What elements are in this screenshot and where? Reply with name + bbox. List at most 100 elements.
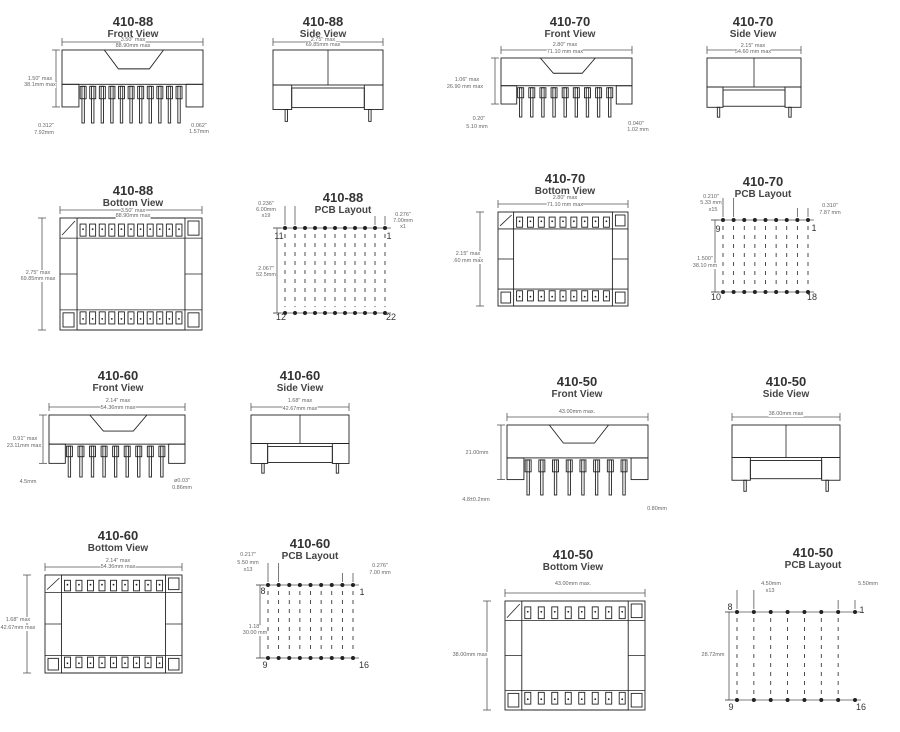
pin-shoulder [112,445,120,458]
leg-left [48,443,66,464]
pad-hole [605,220,608,223]
end-block-left [706,86,724,108]
pad-hole [66,662,69,665]
pad-hole [110,318,113,320]
dimension-label: 1.06" max [454,77,480,83]
pad [581,216,589,228]
dimension-label: 7.92mm [34,130,54,136]
bottom-outline [497,211,629,307]
pad [605,691,613,705]
panel-model-title: 410-60 [279,368,321,383]
body-upper [48,414,186,445]
pin-shoulder [524,459,532,473]
base-bar [722,89,786,107]
pad [117,223,125,237]
pin-hole [763,218,768,222]
pad [524,691,532,705]
pad-hole [139,318,142,320]
dimension-label: 1.50" max [27,76,53,82]
pad-hole [147,583,149,586]
panel-view-title: Front View [551,389,603,400]
pin [608,459,612,496]
pin [102,445,106,478]
pin [585,87,590,118]
pad [127,311,135,325]
pad [548,216,556,228]
pin [567,459,571,496]
pin-number-label: 12 [275,312,287,322]
pin-shoulder [572,87,580,99]
pin-hole [721,218,725,222]
dimension-label: 6.00mm [256,207,276,213]
dimension-label: 2.14" max [105,558,131,564]
corner-pad [614,214,626,227]
pin-number-label: 1 [859,605,865,615]
pad [156,311,164,325]
pin [148,445,152,478]
pin-number-label: 9 [728,702,734,712]
body-upper [61,49,204,85]
pin-number-label: 1 [811,223,817,233]
pad-hole [135,662,138,665]
panel-view-title: Side View [729,29,777,40]
pad-hole [110,228,113,230]
dimension-label: 3.50" max [120,37,146,43]
pin [594,459,599,496]
pad [527,290,534,302]
pin-hole [735,698,739,702]
pin-shoulder [65,445,73,458]
pin [160,445,164,478]
pad [156,656,164,669]
pin-shoulder [565,459,573,473]
pin-shoulder [98,85,106,100]
pin-shoulder [539,87,547,99]
pin-number-label: 8 [727,602,733,612]
pin-hole [784,290,789,294]
dimension-label: 0.310" [822,203,838,209]
pin [91,85,95,124]
pad [156,579,164,592]
pad [578,691,586,705]
pin-number-label: 22 [385,312,397,322]
pad-hole [89,662,92,665]
pin [368,109,372,122]
corner-pad [614,291,626,304]
pad-hole [540,698,543,701]
pad-hole [135,583,138,586]
pad-hole [124,583,126,586]
pad [165,311,173,325]
pin-hole [819,610,824,614]
pad [175,223,183,237]
pin [167,85,172,124]
pad-hole [551,295,554,298]
pad-hole [567,610,570,613]
pin-shoulder [100,445,108,458]
pad-hole [607,610,610,613]
panel-model-title: 410-88 [112,14,154,29]
dimension-label: 42.67mm max [0,625,36,631]
panel-view-title: Side View [276,383,324,394]
pad [117,311,125,325]
pin-number-label: 16 [855,702,867,712]
pad-hole [178,228,180,230]
dimension-label: 0.312" [38,123,54,129]
pad-hole [540,295,543,298]
pin-hole [768,610,773,614]
panel-view-title: Bottom View [102,198,164,209]
panel-model-title: 410-50 [765,374,807,389]
pin-hole [806,218,810,222]
pin-number-label: 11 [274,231,284,241]
pin-shoulder [584,87,591,99]
pad [137,223,145,237]
end-block-left [250,443,269,464]
dimension-label: 28.72mm [701,652,725,658]
pad [156,223,164,237]
pin-shoulder [118,85,125,100]
pin-hole [731,290,736,294]
panel-model-title: 410-70 [732,14,774,29]
pin [113,445,118,478]
pad [75,579,83,592]
pin-hole [735,610,739,614]
pad-hole [101,228,104,230]
pin-hole [287,583,292,587]
